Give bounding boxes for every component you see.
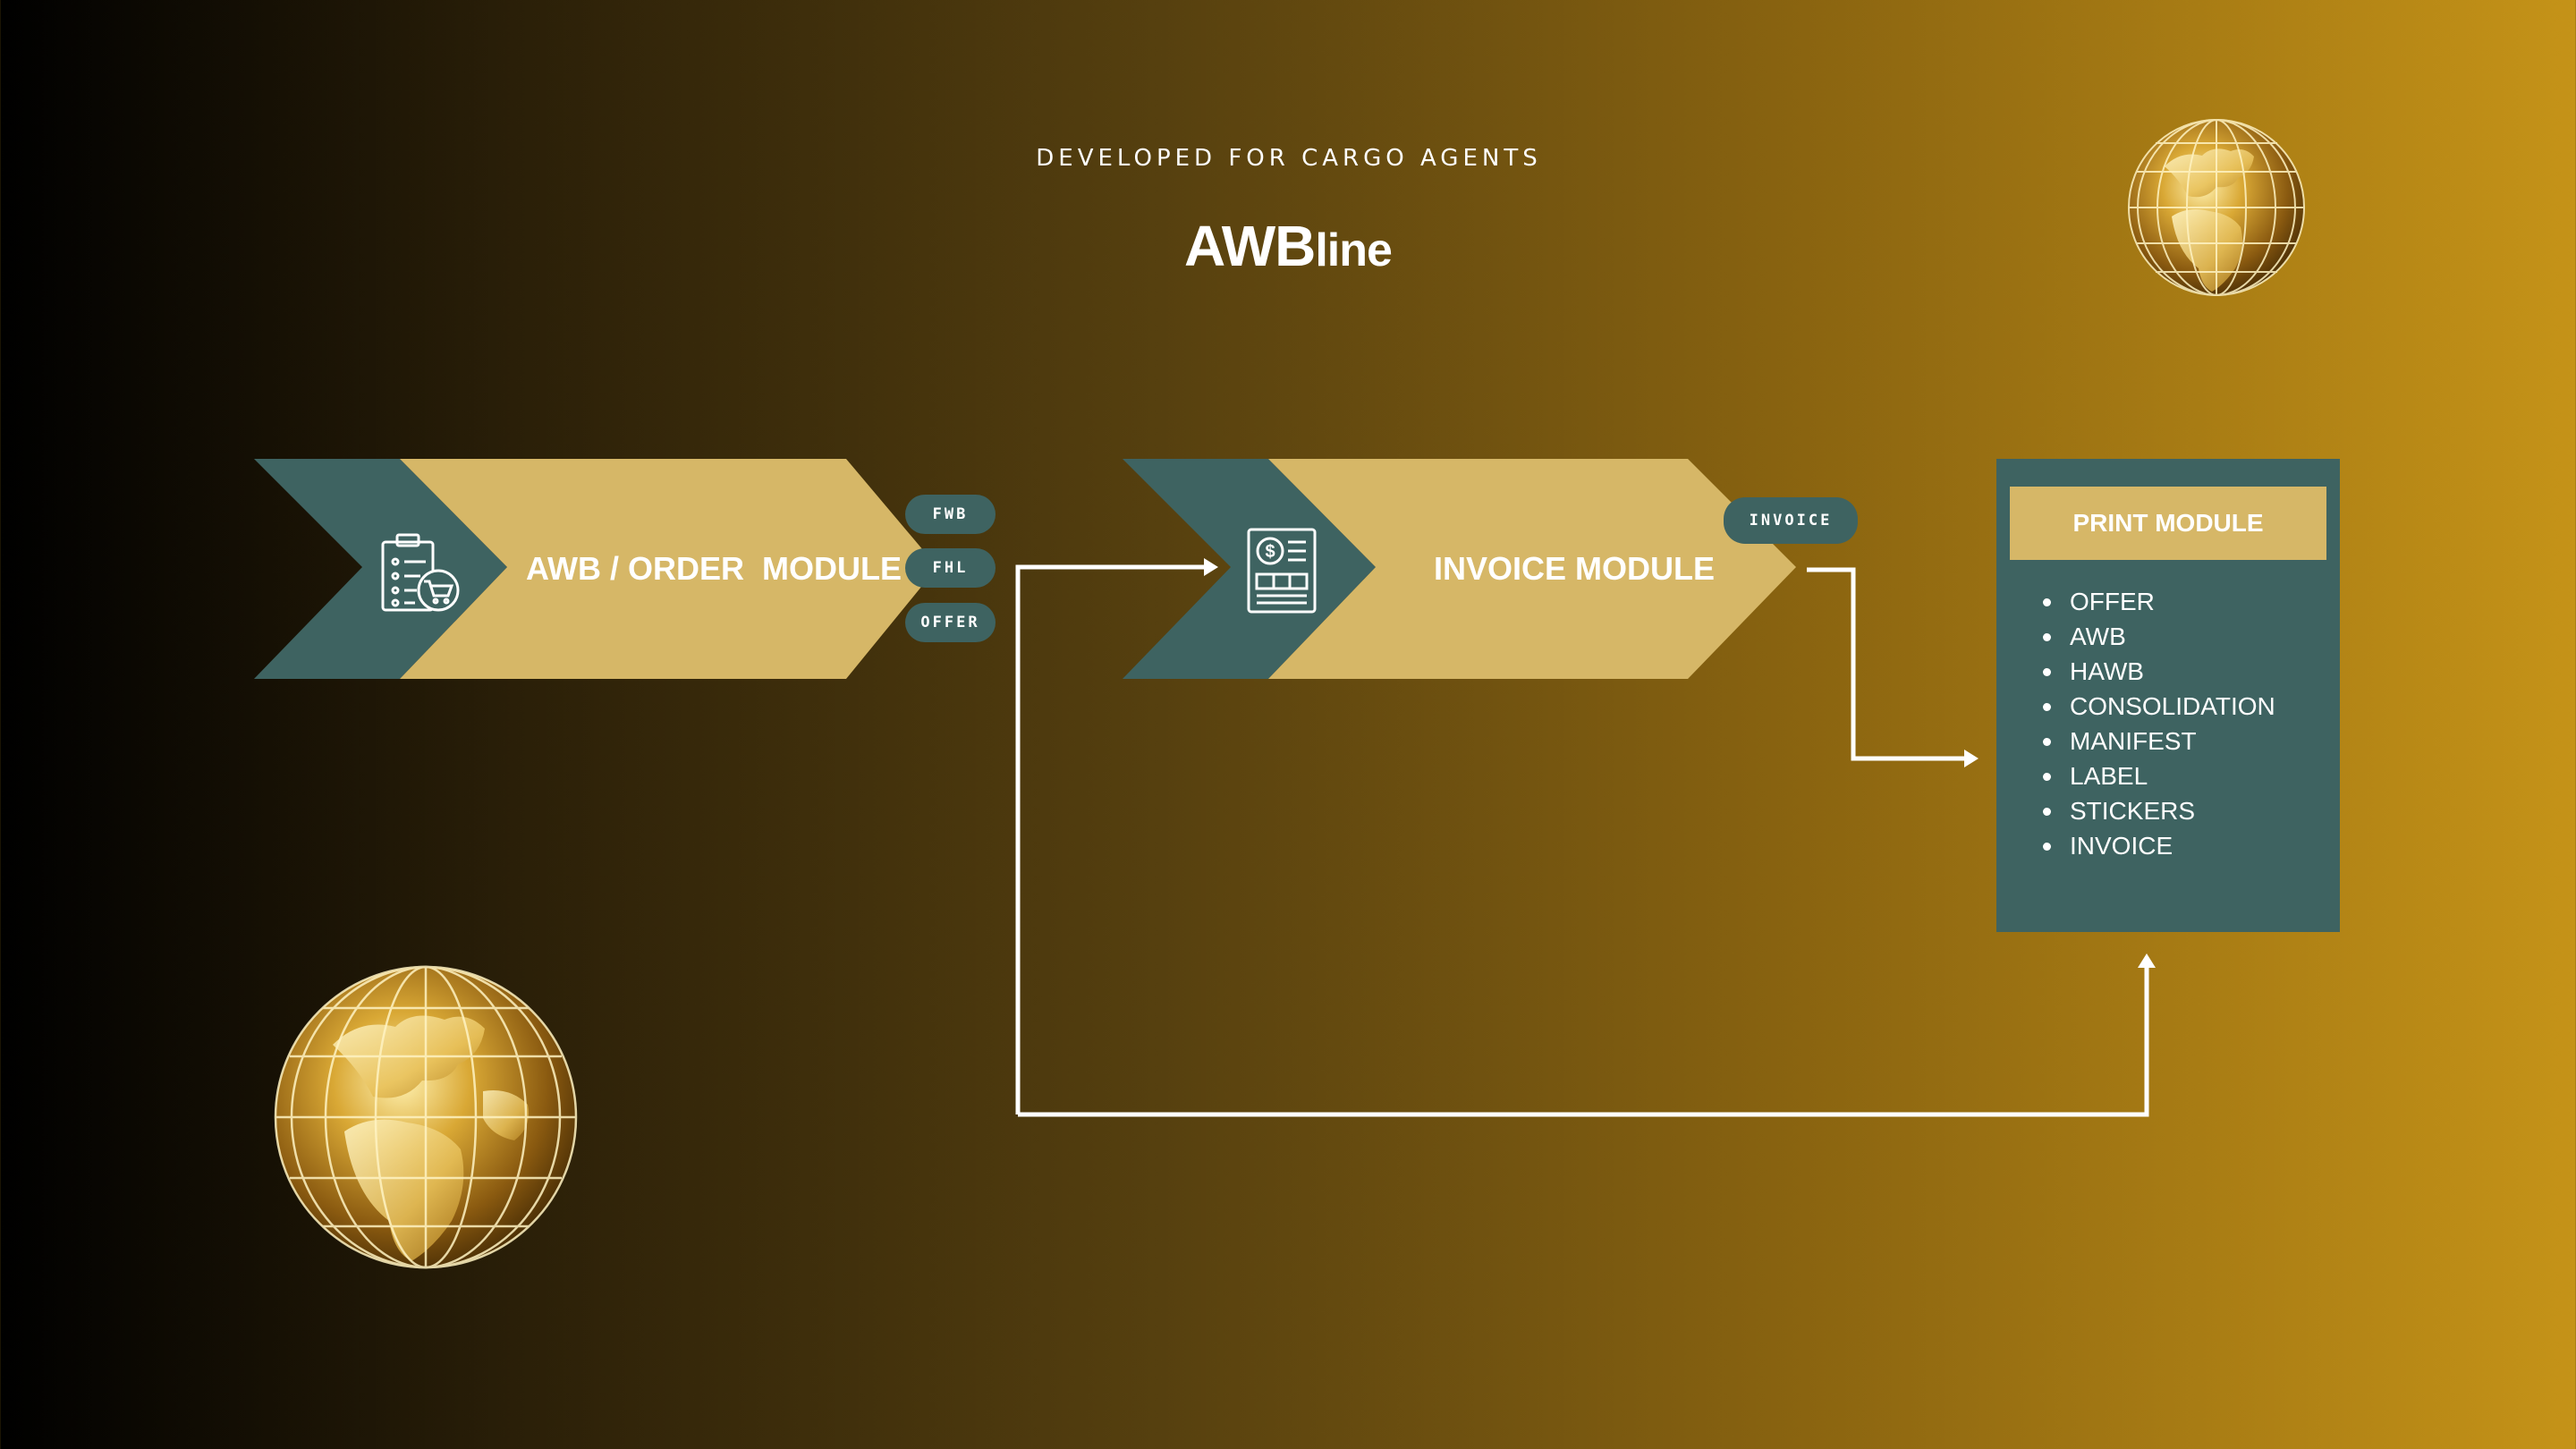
print-items-list: OFFER AWB HAWB CONSOLIDATION MANIFEST LA…: [1996, 584, 2275, 863]
invoice-module-sand-body: [1268, 459, 1796, 679]
invoice-module[interactable]: $: [1123, 459, 1796, 679]
globe-icon: [274, 965, 578, 1269]
print-module-title: PRINT MODULE: [2010, 487, 2326, 560]
svg-text:$: $: [1265, 542, 1275, 562]
page-title: AWBline: [0, 213, 2576, 279]
invoice-document-icon: $: [1247, 528, 1317, 614]
print-item-hawb[interactable]: HAWB: [2043, 654, 2275, 689]
connector-awb-to-print-bottom: [1018, 966, 2149, 1117]
awb-order-module[interactable]: [254, 459, 937, 679]
awb-module-teal-chevron: [254, 459, 507, 679]
print-item-stickers[interactable]: STICKERS: [2043, 793, 2275, 828]
connector-invoice-to-print: [1807, 567, 1966, 761]
print-item-consolidation[interactable]: CONSOLIDATION: [2043, 689, 2275, 724]
arrowhead-to-print: [1964, 750, 1979, 767]
output-pill-fhl[interactable]: FHL: [905, 548, 996, 588]
print-item-invoice[interactable]: INVOICE: [2043, 828, 2275, 863]
print-module-panel[interactable]: PRINT MODULE OFFER AWB HAWB CONSOLIDATIO…: [1996, 459, 2340, 932]
print-item-offer[interactable]: OFFER: [2043, 584, 2275, 619]
arrowhead-to-print-bottom: [2138, 953, 2156, 968]
flow-connectors: [1015, 558, 2156, 1117]
print-item-awb[interactable]: AWB: [2043, 619, 2275, 654]
clipboard-cart-icon: [381, 533, 460, 612]
print-item-label[interactable]: LABEL: [2043, 758, 2275, 793]
awb-module-sand-body: [400, 459, 937, 679]
output-pill-offer[interactable]: OFFER: [905, 603, 996, 642]
title-light: line: [1315, 225, 1393, 276]
connector-awb-to-invoice: [1015, 564, 1208, 1114]
title-bold: AWB: [1184, 214, 1316, 278]
output-pill-invoice[interactable]: INVOICE: [1724, 497, 1858, 544]
print-item-manifest[interactable]: MANIFEST: [2043, 724, 2275, 758]
subtitle: DEVELOPED FOR CARGO AGENTS: [1036, 145, 1542, 172]
arrowhead-to-invoice: [1204, 558, 1218, 576]
awb-order-module-label: AWB / ORDER MODULE: [526, 550, 902, 587]
globe-icon: [2128, 119, 2305, 296]
invoice-module-label: INVOICE MODULE: [1434, 550, 1716, 587]
output-pill-fwb[interactable]: FWB: [905, 495, 996, 534]
